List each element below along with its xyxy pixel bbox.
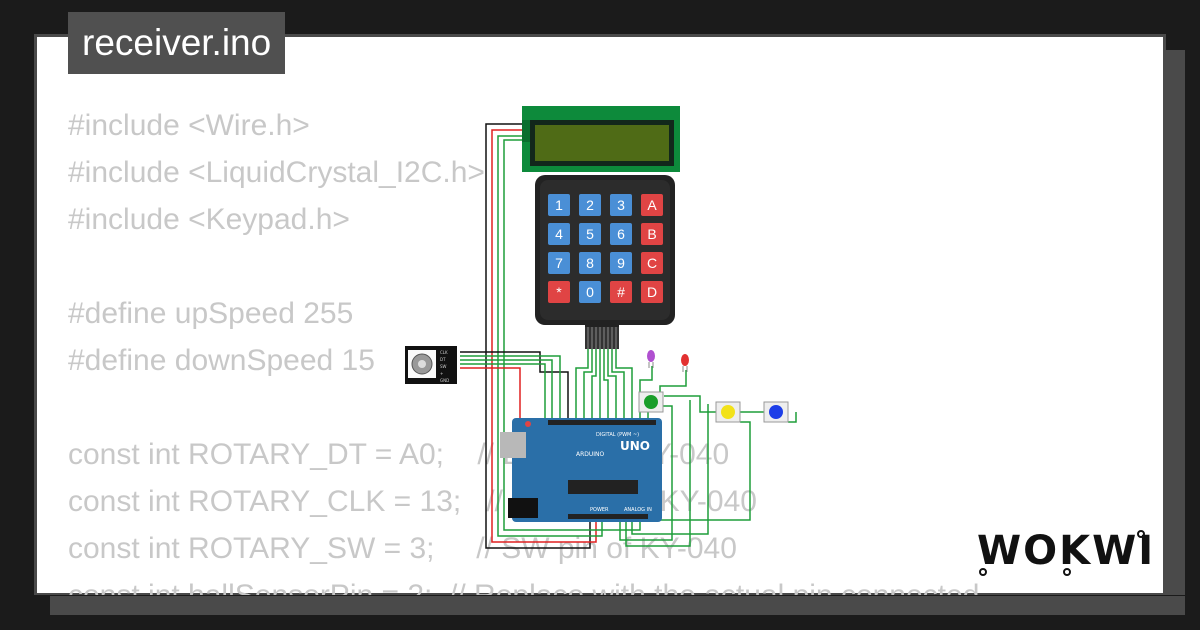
code-line: const int ROTARY_SW = 3; // SW pin of KY… [68, 532, 737, 565]
keypad-keys: 1 2 3 A 4 5 6 B 7 8 9 C * 0 # D [548, 194, 663, 303]
lcd-screen [535, 125, 669, 161]
keypad-key [641, 194, 663, 216]
uno-label: UNO [620, 439, 650, 453]
wire-red [491, 129, 597, 543]
keypad-key-label: # [617, 284, 625, 300]
usb-port [500, 432, 526, 458]
wire-keypad [607, 340, 617, 420]
keypad-key-label: 1 [555, 197, 563, 213]
wokwi-logo: WOKWI [977, 528, 1155, 576]
power-analog-header [568, 514, 648, 519]
encoder-pin-vcc: + [440, 371, 443, 376]
atmega-chip [568, 480, 638, 494]
keypad-key [610, 223, 632, 245]
logo-dot-icon [979, 568, 987, 576]
wire-button [631, 404, 709, 535]
arduino-uno: DIGITAL (PWM ~) UNO ARDUINO POWER ANALOG… [500, 418, 662, 522]
keypad-key-label: C [647, 255, 657, 271]
logo-dot-icon [1063, 568, 1071, 576]
wires [460, 123, 797, 549]
encoder-pin-clk: CLK [440, 350, 448, 355]
encoder-knob-center [418, 360, 426, 368]
card-shadow-bottom [50, 596, 1185, 615]
keypad-key [548, 252, 570, 274]
wire-button [619, 405, 673, 541]
keypad-key [579, 281, 601, 303]
code-line: #include <Wire.h> [68, 109, 310, 142]
wire-keypad [583, 340, 593, 420]
encoder-pin-dt: DT [440, 357, 446, 362]
wire-encoder-green [460, 359, 553, 420]
keypad-key [548, 223, 570, 245]
led-purple [647, 350, 655, 368]
wire-encoder-green [460, 355, 561, 420]
code-line: #include <LiquidCrystal_I2C.h> [68, 156, 485, 189]
keypad-key [641, 281, 663, 303]
arduino-board [512, 418, 662, 522]
lcd-header [522, 120, 530, 142]
wire-button [788, 412, 797, 423]
keypad-key-label: 9 [617, 255, 625, 271]
reset-button [525, 421, 531, 427]
keypad-key [610, 281, 632, 303]
digital-header [548, 420, 656, 425]
wire-keypad [591, 340, 597, 420]
analog-label: ANALOG IN [624, 507, 652, 513]
keypad-key-label: 7 [555, 255, 563, 271]
rotary-encoder: CLK DT SW + GND [405, 346, 457, 384]
keypad-key [579, 252, 601, 274]
keypad-key [548, 281, 570, 303]
keypad-key-label: 8 [586, 255, 594, 271]
keypad-key [579, 223, 601, 245]
keypad-cable [585, 323, 619, 349]
wire-encoder-green [460, 363, 546, 420]
wire-keypad [615, 340, 633, 420]
encoder-pin-gnd: GND [440, 378, 449, 383]
wire-keypad [611, 340, 625, 420]
encoder-pin-sw: SW [440, 364, 447, 369]
button-blue [763, 401, 789, 423]
keypad-key-label: * [556, 284, 562, 300]
keypad-key-label: 0 [586, 284, 594, 300]
keypad-key [641, 252, 663, 274]
wire-keypad [575, 340, 589, 420]
keypad-key [610, 194, 632, 216]
wire-green [503, 139, 641, 531]
led-red [681, 354, 689, 372]
arduino-brand: ARDUINO [576, 451, 605, 458]
lcd-display [522, 106, 680, 172]
keypad-key [641, 223, 663, 245]
wire-black [485, 123, 591, 549]
wire-button [625, 400, 691, 547]
wire-keypad [603, 340, 609, 420]
keypad-key-label: A [647, 197, 657, 213]
wire-encoder-black [460, 351, 569, 420]
keypad-key [548, 194, 570, 216]
logo-dot-icon [1137, 530, 1145, 538]
wire-button [659, 421, 751, 521]
power-label: POWER [590, 507, 609, 513]
digital-label: DIGITAL (PWM ~) [596, 432, 639, 438]
code-line: #define upSpeed 255 [68, 297, 354, 330]
keypad-key-label: D [647, 284, 657, 300]
button-green [638, 391, 664, 413]
keypad-key-label: 2 [586, 197, 594, 213]
code-line: #include <Keypad.h> [68, 203, 350, 236]
keypad-key-label: B [647, 226, 656, 242]
button-yellow [715, 401, 741, 423]
code-line: #define downSpeed 15 [68, 344, 375, 377]
power-jack [508, 498, 538, 518]
keypad-key [610, 252, 632, 274]
keypad-key [579, 194, 601, 216]
keypad-key-label: 3 [617, 197, 625, 213]
keypad-face [540, 180, 670, 320]
keypad-key-label: 4 [555, 226, 563, 242]
keypad-key-label: 6 [617, 226, 625, 242]
wokwi-logo-text: WOKWI [977, 528, 1155, 574]
project-title: receiver.ino [68, 12, 286, 74]
keypad-key-label: 5 [586, 226, 594, 242]
